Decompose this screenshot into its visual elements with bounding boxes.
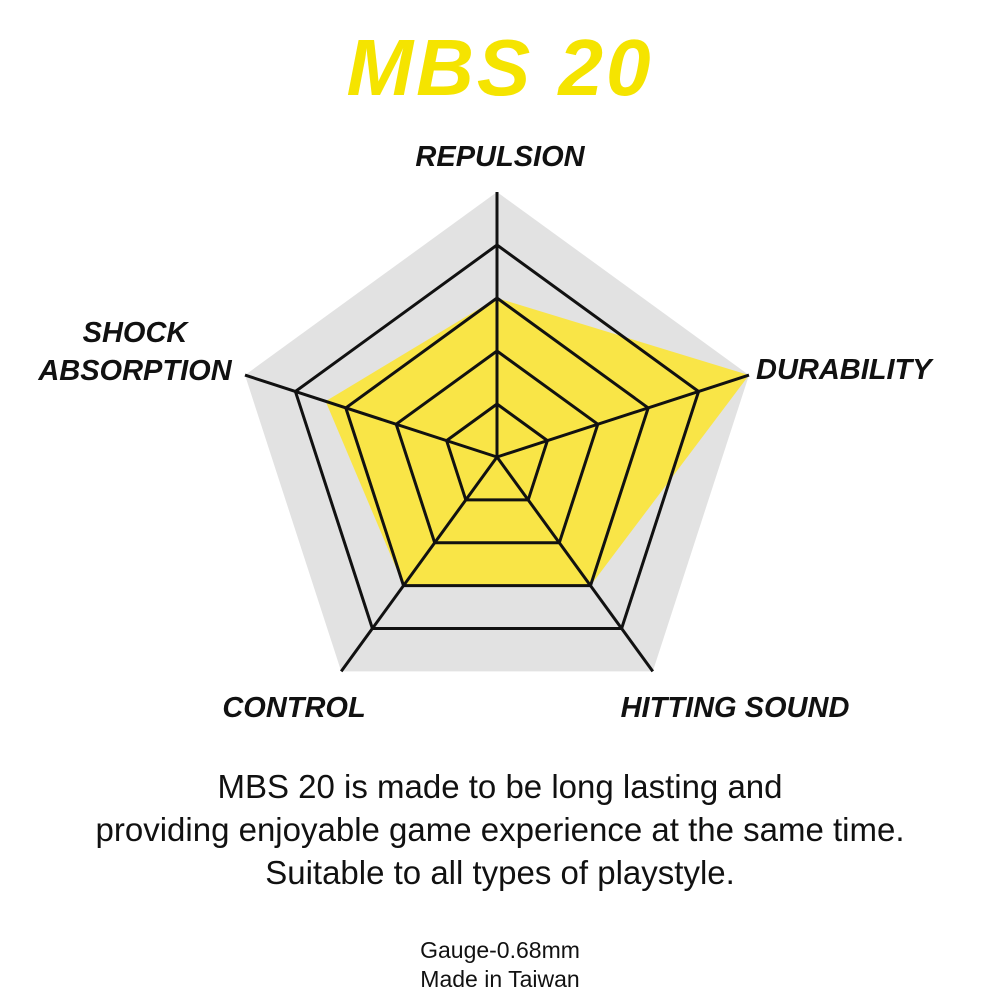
spec-origin: Made in Taiwan [420, 966, 580, 992]
radar-spoke-shock-absorption [244, 373, 498, 459]
axis-label-repulsion: REPULSION [415, 141, 585, 173]
radar-spoke-control [339, 456, 499, 673]
radar-spoke-hitting-sound [495, 456, 655, 673]
spec-gauge: Gauge-0.68mm [420, 937, 580, 963]
radar-grid-ring-1 [444, 402, 550, 502]
axis-label-durability: DURABILITY [756, 354, 932, 386]
axis-label-shock-line1: SHOCK [82, 317, 188, 349]
radar-spoke-durability [496, 373, 750, 459]
radar-grid-ring-3 [344, 296, 650, 588]
product-specs: Gauge-0.68mm Made in Taiwan [0, 936, 1000, 994]
axis-label-shock-line2: ABSORPTION [38, 355, 232, 387]
radar-grid [244, 192, 750, 673]
description-line-1: MBS 20 is made to be long lasting and [217, 768, 783, 805]
product-description: MBS 20 is made to be long lasting and pr… [0, 765, 1000, 894]
radar-grid-ring-4 [293, 243, 701, 630]
axis-label-hitting-sound: HITTING SOUND [620, 692, 850, 724]
radar-series-area-0 [325, 298, 749, 586]
page-title: MBS 20 [346, 23, 654, 112]
description-line-2: providing enjoyable game experience at t… [95, 811, 905, 848]
description-line-3: Suitable to all types of playstyle. [265, 854, 735, 891]
axis-label-control: CONTROL [222, 692, 366, 724]
radar-series-layer [325, 298, 749, 586]
axis-label-shock-absorption: SHOCK ABSORPTION [28, 314, 242, 390]
radar-grid-ring-2 [394, 349, 600, 545]
